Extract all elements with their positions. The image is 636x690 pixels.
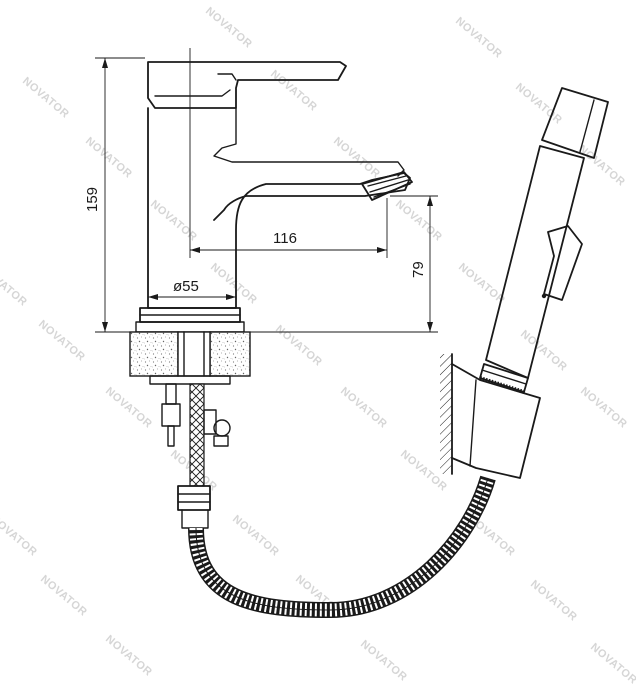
wall-hatch (440, 354, 452, 474)
lever-handle (147, 61, 347, 109)
shower-hose (188, 475, 496, 619)
hand-shower (479, 87, 609, 394)
watermark-text: NOVATOR (588, 641, 636, 687)
watermark-text: NOVATOR (36, 318, 87, 364)
watermark-text: NOVATOR (83, 135, 134, 181)
watermark-text: NOVATOR (0, 513, 39, 559)
watermark-text: NOVATOR (393, 198, 444, 244)
countertop-right (209, 331, 251, 377)
watermark-text: NOVATOR (528, 578, 579, 624)
watermark-text: NOVATOR (273, 323, 324, 369)
watermark-text: NOVATOR (578, 385, 629, 431)
countertop-section (129, 331, 251, 385)
watermark-text: NOVATOR (20, 75, 71, 121)
watermark-text: NOVATOR (38, 573, 89, 619)
wall-holder (440, 353, 541, 479)
watermark-text: NOVATOR (103, 633, 154, 679)
watermark-text: NOVATOR (148, 198, 199, 244)
braided-hose (189, 383, 205, 487)
watermark-text: NOVATOR (453, 15, 504, 61)
dimension-label-base-diameter: ø55 (173, 278, 199, 295)
faucet-body (135, 61, 413, 333)
hand-shower-body (485, 145, 585, 379)
watermark-text: NOVATOR (203, 5, 254, 51)
shower-trigger-button (543, 225, 583, 301)
dimension-label-spout-reach: 116 (273, 230, 297, 247)
hose-nut (177, 485, 211, 511)
watermark-text: NOVATOR (358, 638, 409, 684)
watermark-text: NOVATOR (338, 385, 389, 431)
watermark-text: NOVATOR (331, 135, 382, 181)
body-column (147, 107, 411, 309)
dimension-spout-height: 79 (250, 195, 438, 333)
dimension-height-total: 159 (84, 57, 145, 333)
dimension-spout-reach: 116 (189, 48, 388, 258)
supply-connections (161, 383, 231, 529)
dimension-label-spout-height: 79 (410, 261, 427, 278)
hand-shower-head (541, 87, 609, 159)
countertop-left (129, 331, 179, 377)
watermark-text: NOVATOR (576, 143, 627, 189)
watermark-text: NOVATOR (518, 328, 569, 374)
dimension-base-diameter: ø55 (148, 278, 236, 300)
watermark-text: NOVATOR (230, 513, 281, 559)
watermark-text: NOVATOR (268, 68, 319, 114)
watermark-text: NOVATOR (103, 385, 154, 431)
aerator (361, 171, 413, 201)
watermark-text: NOVATOR (456, 261, 507, 307)
watermark-text: NOVATOR (0, 263, 29, 309)
watermark-text: NOVATOR (208, 261, 259, 307)
watermark-layer: NOVATOR NOVATOR NOVATOR NOVATOR NOVATOR … (0, 5, 636, 687)
dimension-label-height-total: 159 (84, 187, 101, 212)
